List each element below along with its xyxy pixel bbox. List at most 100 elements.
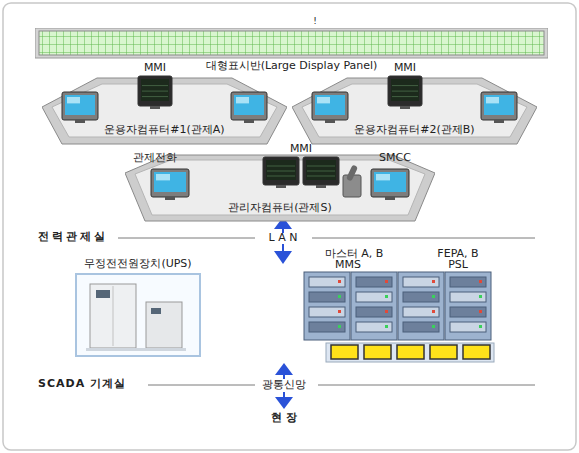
rack-led <box>385 295 388 298</box>
node-text: MMI <box>132 62 178 74</box>
node-shape <box>72 258 204 358</box>
diagram-label: L A N <box>253 232 313 244</box>
screen-glare <box>317 97 330 103</box>
screen-grid <box>267 166 295 167</box>
monitor-case <box>388 76 422 106</box>
node-text: PSL <box>438 259 478 271</box>
rack-led <box>479 280 482 283</box>
up-arrow <box>275 363 293 375</box>
rack-unit <box>450 307 486 317</box>
operator-desk: MMI운용자컴퓨터#1(관제A) <box>42 62 287 147</box>
monitor-screen <box>65 95 95 115</box>
ups-door-line <box>113 286 114 346</box>
rack-unit <box>450 277 486 287</box>
screen-grid <box>267 176 295 177</box>
rack-unit <box>309 277 345 287</box>
yellow-monitor <box>364 345 391 359</box>
monitor-case <box>151 169 189 197</box>
monitor-stand <box>494 120 504 123</box>
ups-frame <box>76 274 200 356</box>
screen-grid <box>142 91 168 92</box>
diagram-label: 전력관제실 <box>38 231 118 243</box>
monitor-stand <box>276 185 286 188</box>
monitor-stand <box>75 120 85 123</box>
screen-grid <box>392 96 418 97</box>
monitor-case <box>62 92 98 120</box>
rack-led <box>385 280 388 283</box>
rack-led <box>479 310 482 313</box>
rack-unit <box>403 292 439 302</box>
node-text: 운용자컴퓨터#2(관제B) <box>332 124 497 136</box>
monitor-case <box>231 92 267 120</box>
screen-grid <box>267 171 295 172</box>
rack-unit <box>356 292 392 302</box>
monitor-case <box>263 157 299 185</box>
rack-led <box>385 310 388 313</box>
rack-unit <box>403 322 439 332</box>
diagram-label: SCADA 기계실 <box>38 378 146 390</box>
rack-cabinet <box>304 272 350 340</box>
phone-handset <box>346 164 358 181</box>
monitor-screen <box>391 79 419 101</box>
rack-unit <box>309 322 345 332</box>
screen-grid <box>392 85 418 86</box>
monitor-stand <box>244 120 254 123</box>
node-text: 무정전전원장치(UPS) <box>72 258 204 270</box>
monitor-screen <box>141 79 169 101</box>
node-text: 관리자컴퓨터(관제S) <box>195 202 365 214</box>
rack-led <box>432 280 435 283</box>
rack-led <box>432 310 435 313</box>
monitor-screen <box>234 95 264 115</box>
rack-led <box>338 280 341 283</box>
node-text: 관제전화 <box>125 152 185 164</box>
diagram-label: 현 장 <box>254 412 314 424</box>
screen-grid <box>142 96 168 97</box>
monitor-case <box>312 92 348 120</box>
rack-led <box>479 295 482 298</box>
rack-cabinet <box>398 272 444 340</box>
rack-led <box>479 325 482 328</box>
rack-unit <box>309 307 345 317</box>
screen-grid <box>142 85 168 86</box>
monitor-stand <box>400 106 410 109</box>
rack-unit <box>356 277 392 287</box>
room-divider <box>318 385 535 386</box>
rack-led <box>432 295 435 298</box>
rack-unit <box>309 292 345 302</box>
panel-grid <box>39 31 544 55</box>
ups-display <box>151 308 161 314</box>
rack-unit <box>356 307 392 317</box>
monitor-stand <box>316 185 326 188</box>
monitor-stand <box>325 120 335 123</box>
rack-unit <box>403 277 439 287</box>
display-panel: 대형표시반(Large Display Panel) <box>35 28 548 76</box>
screen-glare <box>156 174 170 180</box>
monitor-screen <box>266 160 296 180</box>
down-arrow <box>274 251 292 264</box>
diagram-label: 광통신망 <box>254 379 314 391</box>
diagram-label: ! <box>309 15 321 27</box>
node-text: 대형표시반(Large Display Panel) <box>35 60 548 72</box>
monitor-screen <box>374 172 406 192</box>
monitor-case <box>371 169 409 197</box>
rack-unit <box>356 322 392 332</box>
rack-unit <box>403 307 439 317</box>
arrow-shaft <box>282 244 284 251</box>
rack-led <box>338 325 341 328</box>
desk-outline <box>125 155 435 221</box>
server-rack: 마스터 A, BMMSFEPA, BPSL <box>298 246 498 364</box>
room-divider <box>118 238 255 239</box>
yellow-monitor <box>430 345 457 359</box>
monitor-case <box>138 76 172 106</box>
monitor-stand <box>150 106 160 109</box>
screen-glare <box>486 97 499 103</box>
monitor-stand <box>165 197 175 200</box>
monitor-screen <box>306 160 336 180</box>
admin-desk: MMI관제전화SMCC관리자컴퓨터(관제S) <box>125 143 435 223</box>
yellow-monitor <box>331 345 358 359</box>
node-text: SMCC <box>370 152 420 164</box>
monitor-screen <box>315 95 345 115</box>
node-text: MMI <box>382 62 428 74</box>
ups-cabinet <box>146 302 182 348</box>
